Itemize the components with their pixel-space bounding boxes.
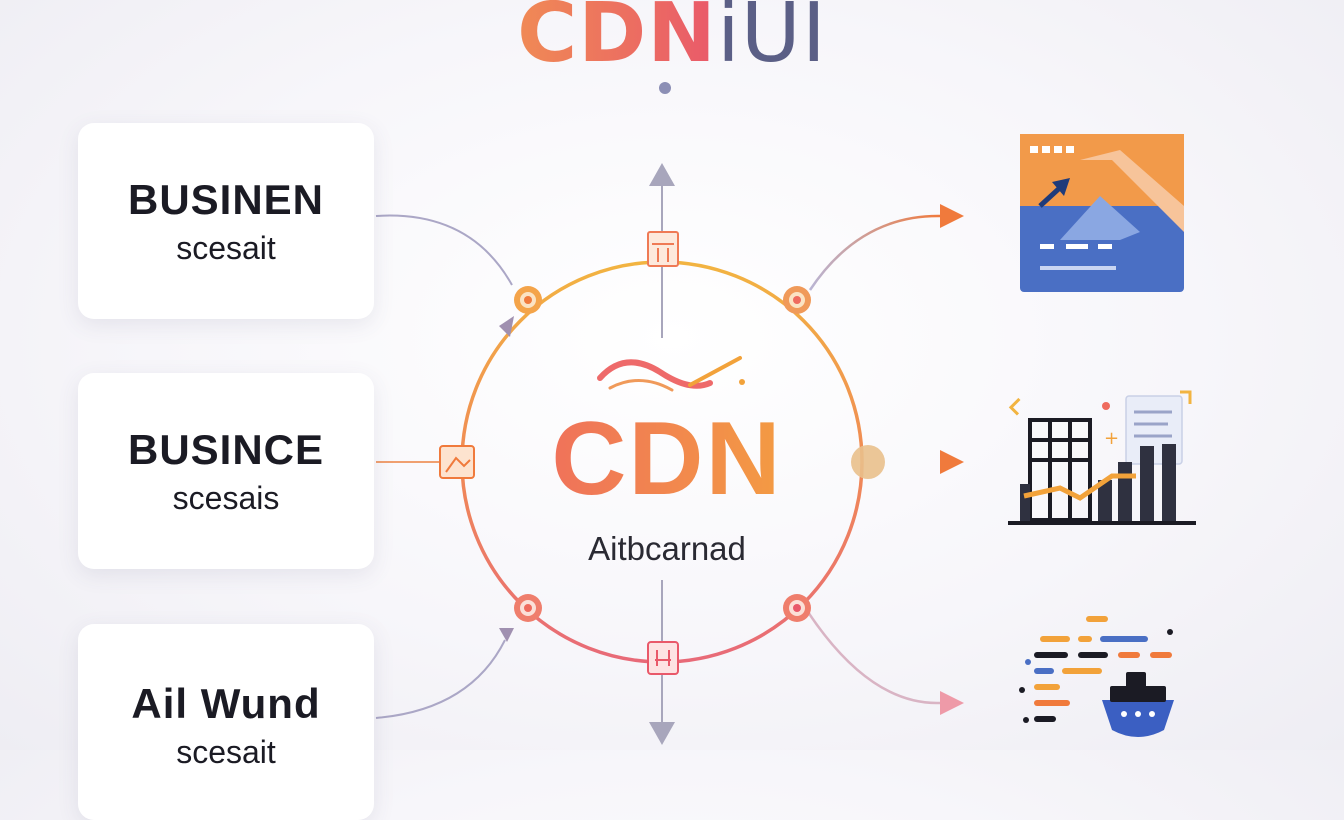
logo-swoosh-inner xyxy=(608,378,674,392)
business-card-2-title: BUSINCE xyxy=(127,425,325,473)
arrow-down-icon xyxy=(649,722,675,745)
network-diagram: + xyxy=(375,82,1196,745)
logo-spark-dot xyxy=(739,379,745,385)
arrow-up-icon xyxy=(649,163,675,186)
ring-node-top-right xyxy=(783,286,811,314)
arrow-right-top-icon xyxy=(940,204,964,228)
business-card-1[interactable]: BUSINEN scesait xyxy=(78,123,374,319)
server-rack-icon xyxy=(647,231,679,267)
connector-right-3 xyxy=(806,611,941,705)
business-card-3[interactable]: Ail Wund scesait xyxy=(78,624,374,820)
arrow-right-bottom-icon xyxy=(940,691,964,715)
title-part-cdn: CDN xyxy=(517,0,717,81)
logo-spark xyxy=(688,356,742,387)
connector-right-1 xyxy=(808,214,941,291)
image-node-icon xyxy=(439,445,475,479)
data-ship-icon xyxy=(1019,616,1174,737)
analytics-dashboard-icon xyxy=(1020,134,1184,292)
growth-chart-icon: + xyxy=(1008,390,1196,525)
title-dot xyxy=(659,82,671,94)
center-cdn-label: CDN xyxy=(512,400,822,519)
ring-node-right xyxy=(851,445,885,479)
business-card-3-title: Ail Wund xyxy=(131,680,321,727)
gateway-node-icon xyxy=(647,641,679,675)
arrow-into-ring-bottom-icon xyxy=(499,628,514,642)
ring-node-top-left xyxy=(514,286,542,314)
ring-node-bottom-left xyxy=(514,594,542,622)
arrow-right-middle-icon xyxy=(940,450,964,474)
title-part-iui: iUI xyxy=(716,0,827,81)
connector-card-3 xyxy=(375,639,506,719)
svg-text:+: + xyxy=(1104,428,1119,449)
business-card-1-title: BUSINEN xyxy=(127,175,325,223)
arrow-into-ring-top-icon xyxy=(499,316,514,337)
ring-node-bottom-right xyxy=(783,594,811,622)
center-sublabel: Aitbcarnad xyxy=(588,530,746,567)
connector-card-1 xyxy=(375,214,513,286)
diagram-title: CDNiUI xyxy=(0,0,1344,81)
logo-swoosh xyxy=(597,359,713,389)
business-card-2[interactable]: BUSINCE scesais xyxy=(78,373,374,569)
business-card-2-subtitle: scesais xyxy=(172,479,280,516)
business-card-1-subtitle: scesait xyxy=(176,229,276,266)
business-card-3-subtitle: scesait xyxy=(176,734,276,770)
